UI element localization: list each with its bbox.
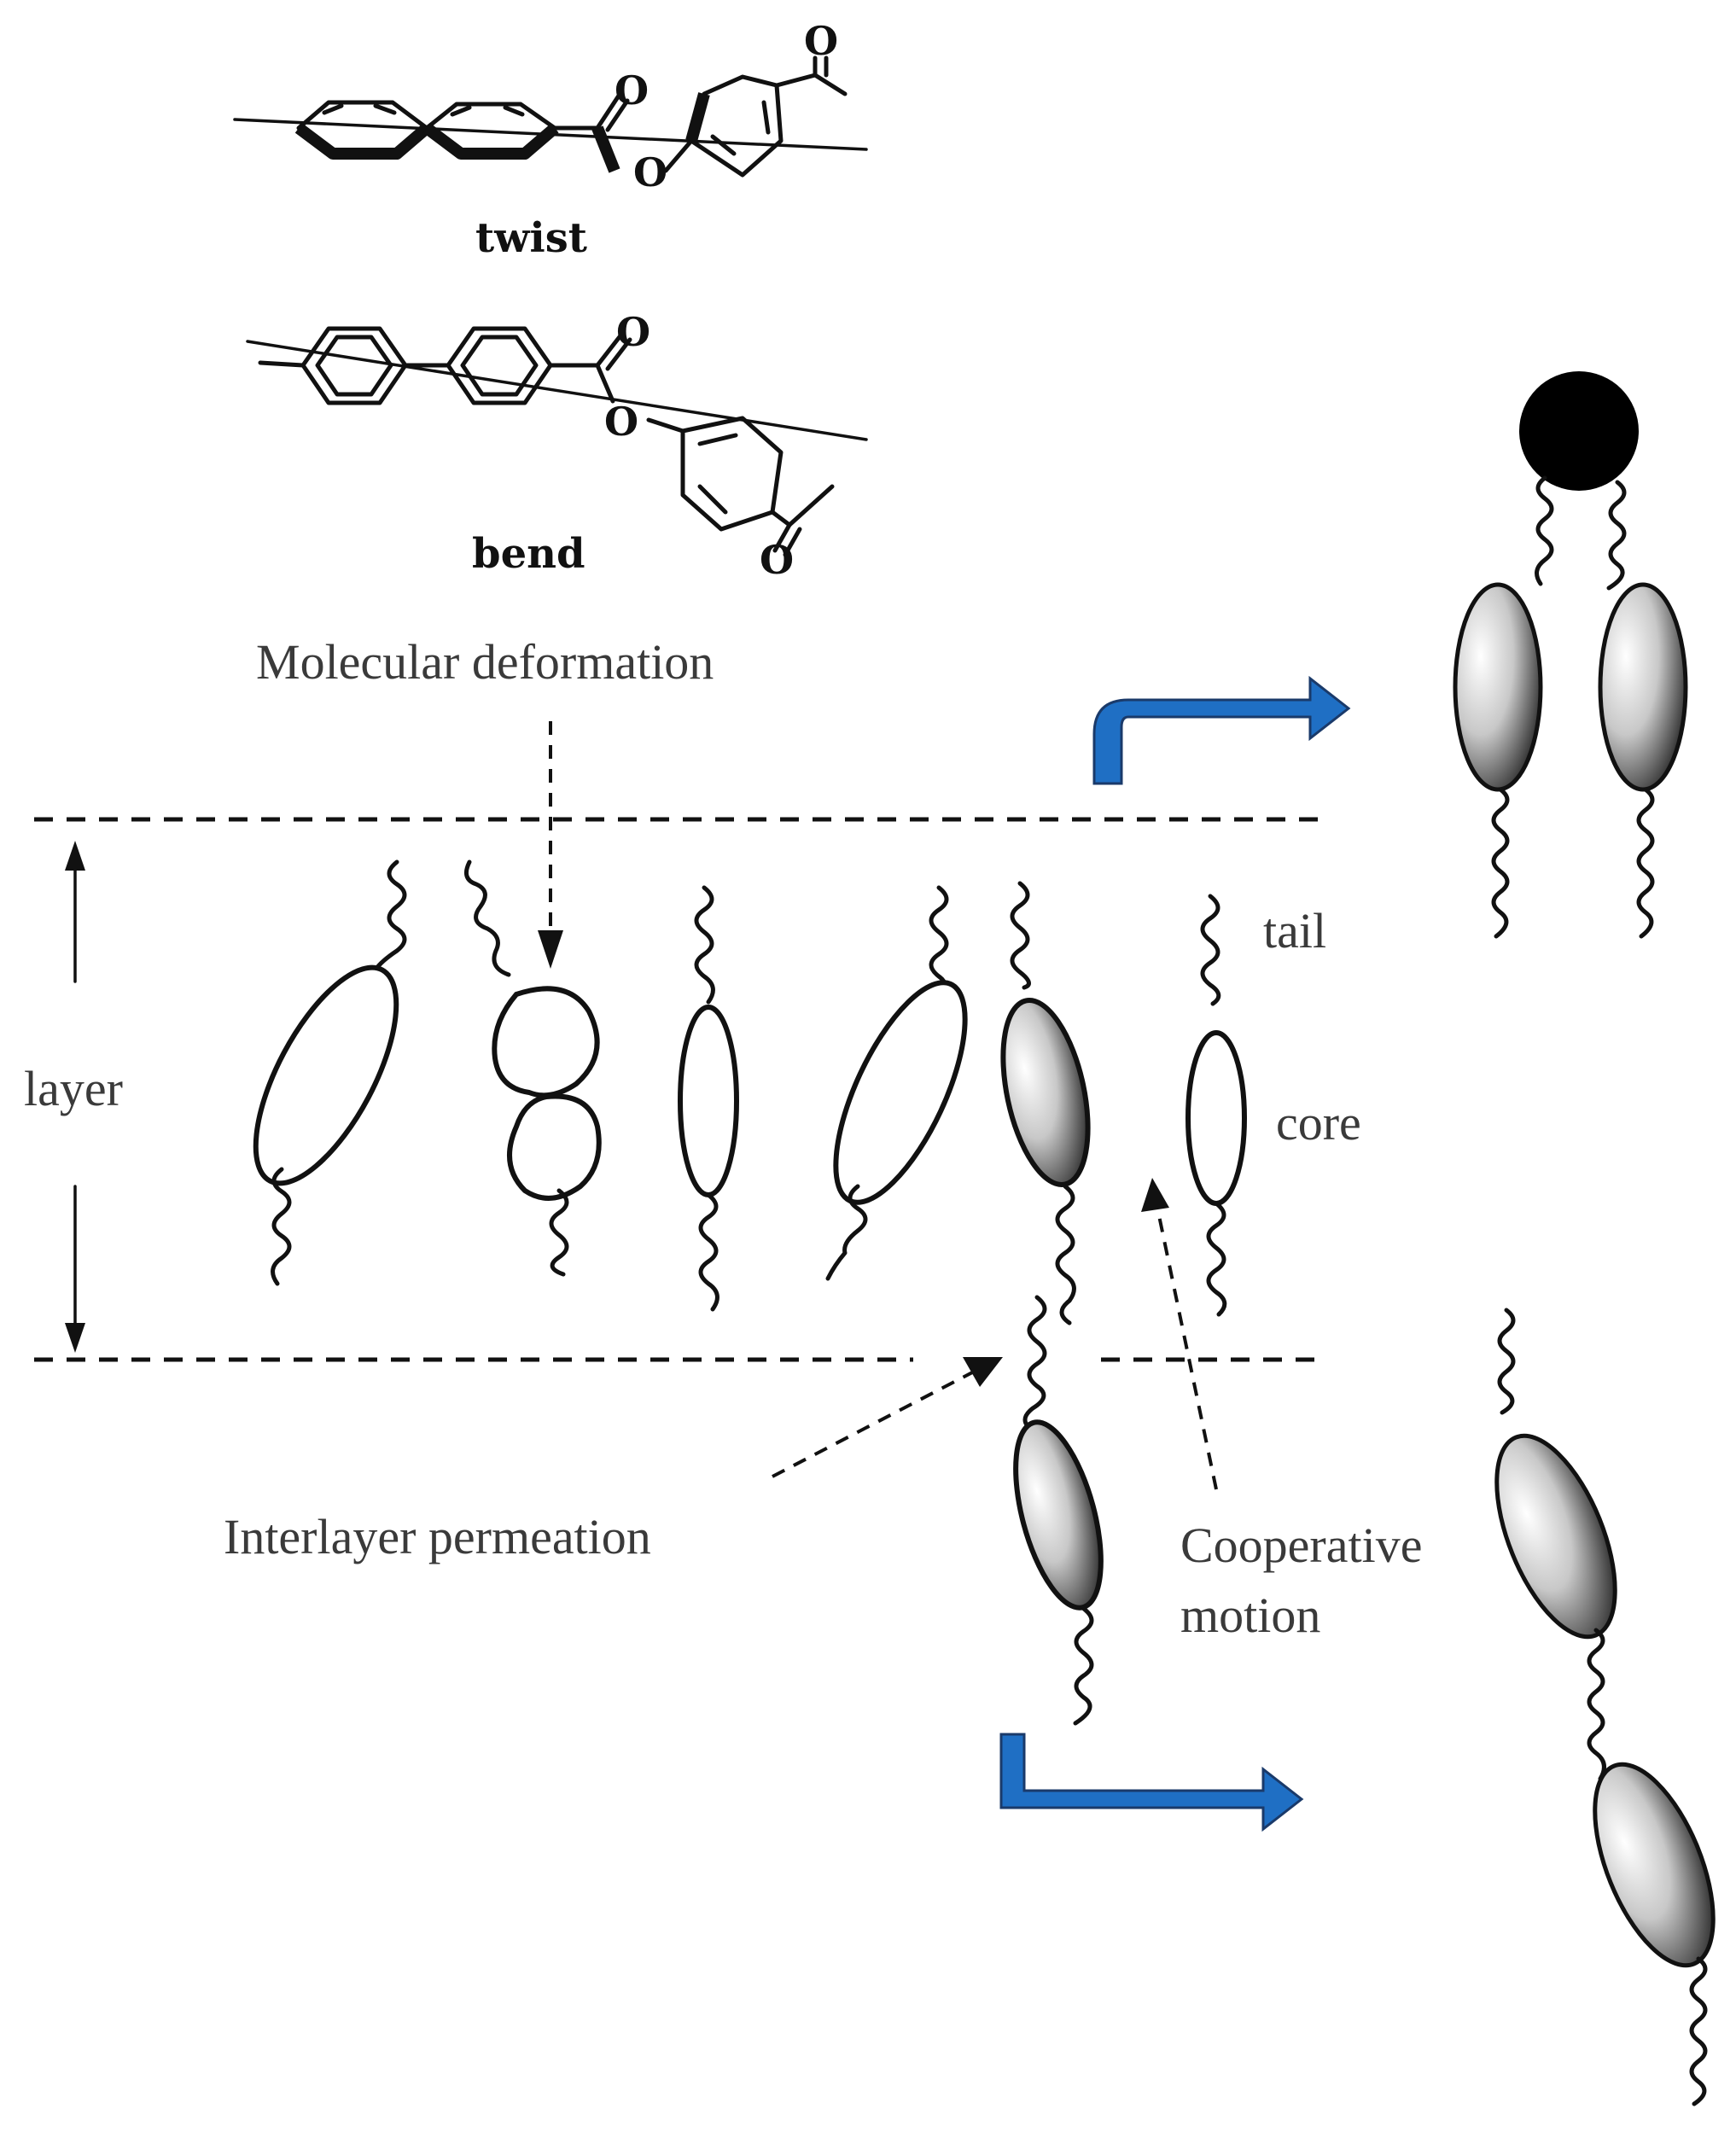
cooperative-motion-label: motion [1180, 1587, 1320, 1643]
permeation-arrowhead [963, 1357, 1003, 1387]
core-label: core [1276, 1095, 1361, 1151]
deformation-arrowhead [538, 930, 563, 969]
chain-structure [1494, 1308, 1716, 2106]
cooperative-arrow [1155, 1203, 1218, 1490]
layer-label: layer [24, 1061, 123, 1116]
mesogen-tilted [825, 885, 968, 1281]
oxygen-atom: O [633, 149, 667, 195]
oxygen-atom: O [804, 18, 838, 64]
blue-arrow-top [1092, 675, 1351, 785]
mesogen-labeled [1185, 894, 1247, 1317]
oxygen-atom: O [615, 67, 649, 114]
mesogen-permeating [1013, 1295, 1104, 1726]
cooperative-motion-label: Cooperative [1180, 1518, 1422, 1573]
tail-label: tail [1263, 903, 1326, 958]
twist-label: twist [475, 214, 587, 262]
mesogen-shaded [1000, 881, 1091, 1325]
oxygen-atom: O [760, 537, 794, 583]
oxygen-atom: O [604, 399, 638, 445]
layer-thickness-arrows [65, 841, 85, 1353]
blue-arrow-bottom [999, 1733, 1304, 1832]
bend-molecule: O O O bend [246, 309, 868, 583]
interlayer-permeation-label: Interlayer permeation [224, 1509, 651, 1564]
mesogen-tilted [253, 859, 407, 1286]
permeation-arrow [772, 1368, 978, 1478]
molecular-deformation-label: Molecular deformation [256, 634, 714, 690]
mesogen-upright [678, 885, 739, 1312]
bend-label: bend [472, 530, 585, 578]
twist-molecule: O O O twist [233, 18, 868, 262]
dimer-structure [1453, 371, 1688, 939]
mesogen-deformed [463, 859, 602, 1277]
oxygen-atom: O [616, 309, 650, 355]
cooperative-arrowhead [1141, 1178, 1169, 1212]
